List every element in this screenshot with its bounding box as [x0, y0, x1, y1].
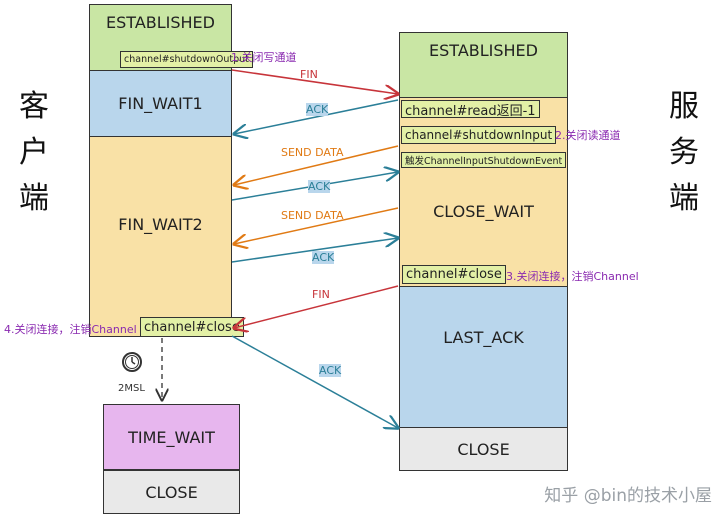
send-data-arrow-2	[234, 207, 399, 244]
client-note-close-write: 1.关闭写通道	[231, 51, 297, 64]
client-established-label: ESTABLISHED	[106, 13, 215, 32]
server-last-ack-state: LAST_ACK	[399, 286, 568, 428]
client-char-2: 户	[19, 135, 49, 170]
watermark: 知乎 @bin的技术小屋	[544, 486, 712, 506]
server-note-close-read: 2.关闭读通道	[555, 129, 621, 142]
client-fin-wait1-label: FIN_WAIT1	[118, 94, 203, 113]
client-shutdown-output-tag: channel#shutdownOutput	[120, 51, 253, 68]
client-close-tag: channel#close	[140, 317, 244, 337]
client-fin-wait1-state: FIN_WAIT1	[89, 70, 232, 137]
send-data-arrow-1	[234, 145, 399, 185]
server-close-wait-label: CLOSE_WAIT	[433, 201, 534, 221]
ack-arrow-4	[231, 335, 398, 428]
client-fin-wait2-label: FIN_WAIT2	[118, 215, 203, 234]
ack-label-2: ACK	[308, 180, 331, 193]
send-data-label-2: SEND DATA	[281, 209, 344, 222]
client-char-3: 端	[19, 181, 49, 216]
fin-label-1: FIN	[300, 68, 318, 81]
clock-icon	[121, 351, 143, 373]
server-char-2: 务	[669, 135, 699, 170]
client-time-wait-state: TIME_WAIT	[103, 404, 240, 470]
timer-label: 2MSL	[118, 383, 145, 394]
server-last-ack-label: LAST_ACK	[443, 327, 524, 347]
ack-arrow-1	[234, 99, 399, 134]
ack-arrow-3	[231, 238, 398, 263]
client-side-label: 客 户 端	[14, 84, 54, 222]
ack-label-3: ACK	[312, 251, 335, 264]
fin-arrow-1	[231, 69, 398, 94]
server-side-label: 服 务 端	[664, 84, 704, 222]
client-close-state: CLOSE	[103, 470, 240, 514]
server-close-state: CLOSE	[399, 427, 568, 471]
server-close-label: CLOSE	[457, 439, 510, 459]
ack-label-1: ACK	[306, 103, 329, 116]
ack-label-4: ACK	[319, 364, 342, 377]
server-established-state: ESTABLISHED	[399, 32, 568, 98]
server-shutdown-input-tag: channel#shutdownInput	[401, 126, 557, 144]
client-note-close-conn: 4.关闭连接，注销Channel	[4, 323, 137, 336]
client-time-wait-label: TIME_WAIT	[128, 427, 215, 447]
send-data-label-1: SEND DATA	[281, 146, 344, 159]
client-char-1: 客	[19, 89, 49, 124]
server-event-tag: 触发ChannelInputShutdownEvent	[401, 152, 567, 168]
server-note-close-conn: 3.关闭连接，注销Channel	[506, 270, 639, 283]
client-close-label: CLOSE	[145, 482, 198, 502]
server-char-1: 服	[669, 89, 699, 124]
server-read-tag: channel#read返回-1	[401, 100, 540, 119]
fin-arrow-2	[234, 285, 399, 328]
fin-label-2: FIN	[312, 288, 330, 301]
server-established-label: ESTABLISHED	[429, 41, 538, 60]
server-close-tag: channel#close	[402, 265, 506, 284]
server-char-3: 端	[669, 181, 699, 216]
